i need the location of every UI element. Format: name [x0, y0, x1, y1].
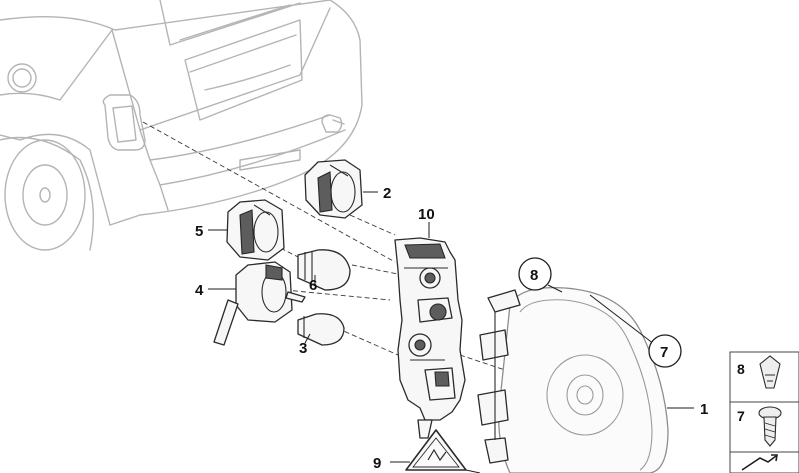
bulb-3 — [297, 313, 345, 346]
legend-label-8: 8 — [737, 361, 745, 377]
callout-8-circle — [518, 257, 552, 291]
bulb-socket-4 — [213, 261, 306, 346]
callout-2: 2 — [383, 185, 391, 202]
warning-triangle-icon — [405, 429, 467, 471]
callout-6: 6 — [309, 277, 317, 294]
callout-7-circle — [648, 334, 682, 368]
legend-label-7: 7 — [737, 408, 745, 424]
bulb-socket-5 — [226, 199, 285, 261]
bulb-6 — [297, 249, 351, 291]
bulb-carrier-10 — [394, 237, 466, 439]
callout-9: 9 — [373, 455, 381, 472]
callout-8: 8 — [530, 267, 538, 284]
legend-panel: 8 7 — [729, 351, 799, 473]
clip-icon — [759, 355, 781, 389]
bulb-socket-2 — [304, 159, 363, 219]
car-rear-outline — [0, 0, 363, 251]
callout-7: 7 — [660, 344, 668, 361]
callout-5: 5 — [195, 223, 203, 240]
arrow-icon — [741, 454, 778, 471]
tail-lamp-housing-1 — [477, 286, 669, 473]
screw-icon — [758, 406, 782, 447]
legend-box-arrow — [729, 451, 799, 473]
callout-3: 3 — [299, 340, 307, 357]
callout-4: 4 — [195, 282, 204, 299]
callout-10: 10 — [418, 206, 435, 223]
callout-1: 1 — [700, 401, 708, 418]
leader-lines — [208, 191, 694, 473]
